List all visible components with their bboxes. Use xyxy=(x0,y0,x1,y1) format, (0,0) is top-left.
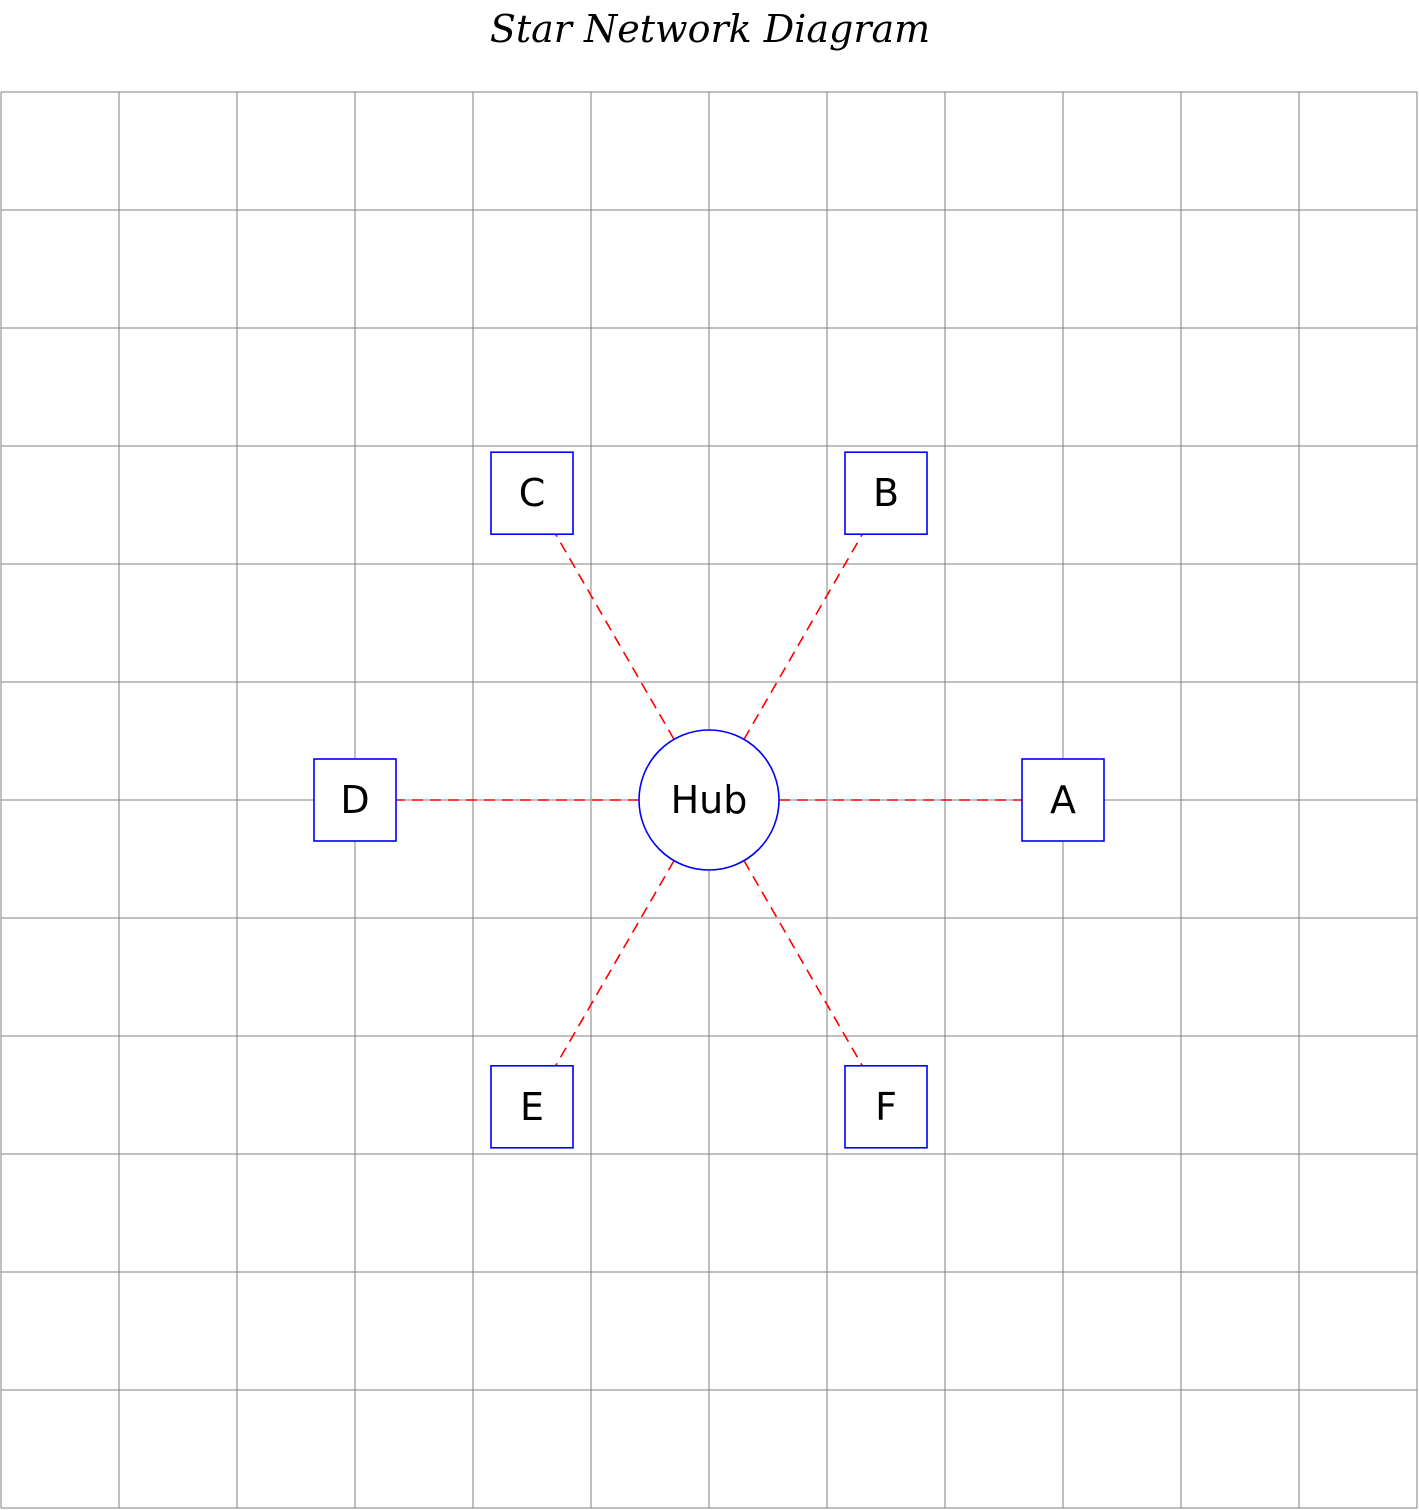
node-label: D xyxy=(340,778,369,822)
node-label: B xyxy=(873,471,899,515)
background-grid xyxy=(0,91,1418,1509)
node-f: F xyxy=(844,1065,928,1149)
edges xyxy=(396,533,1022,1067)
node-label: F xyxy=(875,1085,897,1129)
node-box xyxy=(313,758,397,842)
node-box xyxy=(844,1065,928,1149)
node-e: E xyxy=(490,1065,574,1149)
node-label: C xyxy=(519,471,546,515)
edge-hub-c xyxy=(554,533,675,740)
node-box xyxy=(490,1065,574,1149)
edge-hub-b xyxy=(743,533,864,740)
node-label: A xyxy=(1050,778,1076,822)
node-c: C xyxy=(490,451,574,536)
node-box xyxy=(844,451,928,536)
node-b: B xyxy=(844,451,928,536)
node-label: Hub xyxy=(671,778,748,822)
edge-hub-e xyxy=(554,860,675,1067)
edge-hub-f xyxy=(743,860,864,1067)
node-box xyxy=(1021,758,1105,842)
hub-circle xyxy=(638,729,780,871)
node-box xyxy=(490,451,574,536)
node-label: E xyxy=(520,1085,544,1129)
node-a: A xyxy=(1021,758,1105,842)
node-d: D xyxy=(313,758,397,842)
diagram-title: Star Network Diagram xyxy=(490,7,930,51)
nodes: Hub A B C D E F xyxy=(313,451,1105,1149)
node-hub: Hub xyxy=(638,729,780,871)
